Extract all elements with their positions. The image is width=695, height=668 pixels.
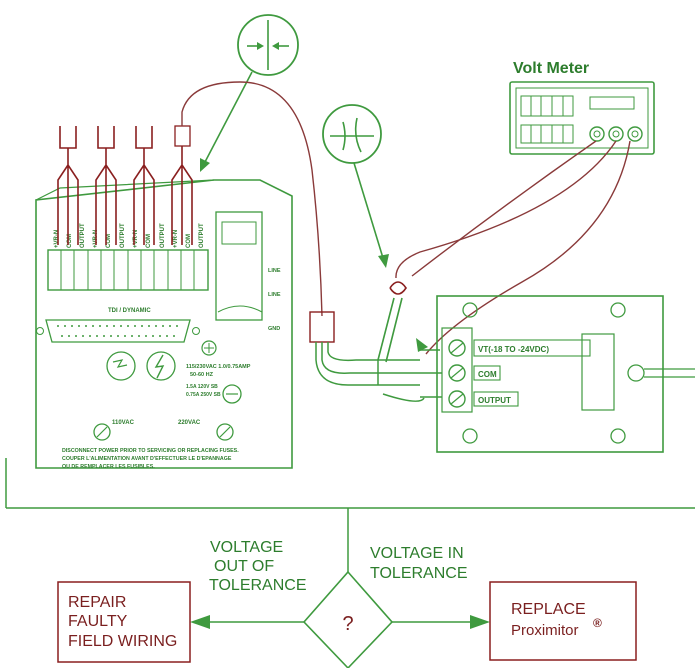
volt-meter-body	[509, 81, 655, 155]
right-branch-label: TOLERANCE	[370, 565, 468, 582]
connector-symbol-arrow	[257, 42, 264, 50]
repair-text: REPAIR	[68, 594, 126, 611]
fuse-spec: 0.75A 250V SB	[186, 392, 221, 398]
volt-meter-display	[520, 95, 574, 117]
terminal-label: OUTPUT	[199, 223, 205, 248]
terminal-screw-output	[448, 390, 466, 408]
splice-callout-arrowhead	[378, 254, 389, 268]
terminal-label: +VR-N	[133, 230, 139, 248]
switch-220-screw	[216, 423, 234, 441]
repair-box	[57, 581, 191, 663]
probe-clip	[377, 281, 407, 363]
terminal-label: +VR-N	[173, 230, 179, 248]
proximitor-unit: VT(-18 TO -24VDC) COM OUTPUT	[436, 295, 695, 453]
power-spec: 115/230VAC 1.0/0.75AMP	[186, 364, 251, 370]
volt-meter-buttons	[520, 124, 574, 144]
switch-110-label: 110VAC	[112, 420, 135, 426]
terminal-label: COM	[186, 234, 192, 248]
side-label: LINE	[268, 268, 281, 274]
terminal-label: +VR-N	[54, 230, 60, 248]
replace-box	[489, 581, 637, 661]
connector-title: TDI / DYNAMIC	[108, 308, 151, 314]
connector-symbol-arrow	[272, 42, 279, 50]
terminal-label: COM	[106, 234, 112, 248]
fuse-spec: 1.5A 120V SB	[186, 384, 218, 390]
side-label: LINE	[268, 292, 281, 298]
left-arrow	[190, 615, 210, 629]
terminal-label: OUTPUT	[80, 223, 86, 248]
proximitor-body	[436, 295, 664, 453]
terminal-label: COM	[146, 234, 152, 248]
terminal-screw-vt	[448, 339, 466, 357]
volt-meter-label: Volt Meter	[513, 60, 589, 77]
volt-meter-readout	[589, 96, 635, 110]
terminal-label: OUTPUT	[120, 223, 126, 248]
volt-meter: Volt Meter	[509, 60, 655, 155]
connector-callout	[200, 14, 299, 172]
right-arrow	[470, 615, 490, 629]
connector-callout-arrowhead	[200, 158, 210, 172]
right-branch-label: VOLTAGE IN	[370, 545, 464, 562]
warning-text: COUPER L'ALIMENTATION AVANT D'EFFECTUER …	[62, 456, 232, 462]
fuse-icon	[106, 351, 136, 381]
splice-callout-leader	[353, 162, 384, 259]
splice-symbol-stroke	[354, 117, 362, 153]
terminal-label: OUTPUT	[160, 223, 166, 248]
monitor-board: +VR-N COM OUTPUT +VR-N COM OUTPUT +VR-N …	[35, 179, 293, 470]
repair-text: FAULTY	[68, 613, 128, 630]
left-branch-label: VOLTAGE	[210, 539, 283, 556]
volt-meter-jack	[589, 126, 605, 142]
volt-meter-jack	[627, 126, 643, 142]
connector-callout-leader	[204, 71, 253, 163]
left-branch-label: TOLERANCE	[209, 577, 307, 594]
ground-screw	[201, 340, 217, 356]
side-label: GND	[268, 326, 280, 332]
decision-symbol: ?	[342, 613, 353, 635]
terminal-com-label: COM	[478, 370, 497, 379]
volt-meter-face	[515, 87, 649, 149]
fuse-holder	[222, 384, 242, 404]
lightning-icon	[146, 351, 176, 381]
volt-meter-jack	[608, 126, 624, 142]
warning-text: OU DE REMPLACER LES FUSIBLES.	[62, 464, 155, 470]
splice-callout	[322, 104, 389, 268]
splice-symbol-stroke	[342, 121, 346, 151]
question-diamond-icon	[302, 570, 394, 668]
terminal-label: COM	[67, 234, 73, 248]
switch-110-screw	[93, 423, 111, 441]
terminal-output-label: OUTPUT	[478, 396, 511, 405]
terminal-screw-com	[448, 364, 466, 382]
left-branch-label: OUT OF	[214, 558, 274, 575]
replace-text: Proximitor	[511, 622, 579, 639]
replace-text: REPLACE	[511, 601, 586, 618]
connector-symbol-icon	[237, 14, 299, 76]
power-spec: 50-60 HZ	[190, 372, 214, 378]
terminal-vt-label: VT(-18 TO -24VDC)	[478, 345, 549, 354]
registered-mark: ®	[593, 616, 602, 630]
field-wiring	[57, 81, 631, 355]
flowchart: ? VOLTAGE OUT OF TOLERANCE VOLTAGE IN TO…	[5, 458, 695, 668]
repair-text: FIELD WIRING	[68, 633, 177, 650]
monitor-board-outline	[35, 179, 293, 469]
warning-text: DISCONNECT POWER PRIOR TO SERVICING OR R…	[62, 448, 239, 454]
splice-symbol-icon	[322, 104, 382, 164]
field-cable	[309, 311, 442, 402]
switch-220-label: 220VAC	[178, 420, 201, 426]
board-module	[215, 211, 263, 321]
db-connector	[45, 319, 191, 343]
